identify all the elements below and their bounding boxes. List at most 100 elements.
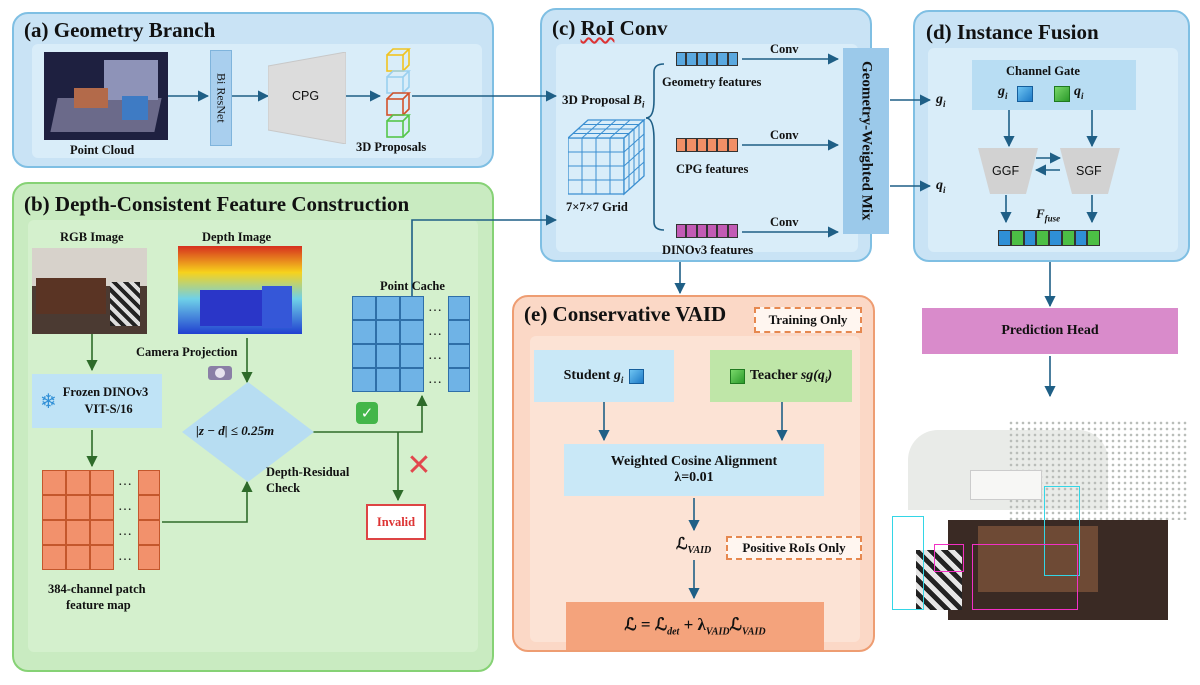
student-g-sub: i (620, 374, 624, 385)
fusion-g-label: gi (936, 92, 946, 109)
cache-cell (376, 296, 400, 320)
camera-lens (215, 368, 225, 378)
rgb-bed (36, 278, 106, 314)
bi-resnet-block: Bi ResNet (210, 50, 232, 146)
sgf-block (1060, 148, 1120, 194)
point-cache-grid: … … … … (352, 296, 472, 394)
point-cloud-wall (104, 60, 158, 100)
cache-cell (448, 344, 470, 368)
depth-image-label: Depth Image (202, 230, 272, 244)
patch-cell (138, 545, 160, 570)
frozen-dinov3-line2: VIT-S/16 (84, 402, 133, 416)
gate-q-sub: i (1081, 90, 1084, 101)
patch-dots: … (118, 474, 132, 489)
patch-cell (66, 520, 90, 545)
l-vaid-sub: VAID (687, 545, 712, 557)
feature-cell (1023, 230, 1037, 246)
feature-cell (727, 52, 738, 66)
proposal-label-text: 3D Proposal (562, 92, 634, 107)
geometry-branch-title: (a) Geometry Branch (24, 18, 216, 42)
student-text: Student (563, 367, 614, 383)
feature-cell (1010, 230, 1024, 246)
cpg-features-label: CPG features (676, 162, 749, 176)
teacher-text: Teacher (749, 367, 801, 383)
patch-cell (42, 545, 66, 570)
feature-cell (706, 224, 718, 238)
feature-cell (717, 224, 728, 238)
gate-g-label: gi (998, 84, 1008, 101)
conv-label-cpg: Conv (770, 128, 799, 142)
point-cloud-object-2 (122, 96, 148, 120)
gate-g-var: g (998, 84, 1005, 99)
feature-cell (706, 138, 718, 152)
alignment-line2: λ=0.01 (674, 470, 714, 485)
patch-cell (66, 470, 90, 495)
patch-cell (66, 495, 90, 520)
feature-cell (696, 138, 707, 152)
feature-cell (717, 52, 728, 66)
patch-dots: … (118, 549, 132, 564)
dino-features-label: DINOv3 features (662, 243, 754, 257)
point-cloud-image (44, 52, 168, 140)
training-only-label: Training Only (768, 312, 848, 327)
weighted-cosine-alignment-box: Weighted Cosine Alignment λ=0.01 (564, 444, 824, 496)
patch-cell (90, 520, 114, 545)
camera-projection-label: Camera Projection (136, 345, 238, 359)
gate-q-label: qi (1074, 84, 1084, 101)
positive-rois-label: Positive RoIs Only (742, 540, 846, 555)
point-cache-label: Point Cache (380, 279, 445, 293)
gate-q-var: q (1074, 84, 1081, 99)
roi-conv-title-suffix: Conv (614, 16, 668, 40)
student-label: Student gi (564, 368, 624, 385)
arrow-check-to-cache (300, 394, 428, 433)
conv-label-geo: Conv (770, 42, 799, 56)
feature-cell (676, 138, 687, 152)
patch-cell (138, 470, 160, 495)
patch-cell (42, 470, 66, 495)
total-loss-box: ℒ = ℒdet + λVAIDℒVAID (566, 602, 824, 650)
roi-conv-title: (c) RoI Conv (552, 16, 668, 41)
cache-dots: … (428, 348, 442, 363)
invalid-label: Invalid (376, 514, 416, 529)
rgb-image-label: RGB Image (60, 230, 124, 244)
feature-cell (727, 138, 738, 152)
proposal-var: B (633, 92, 642, 107)
feature-cell (998, 230, 1011, 246)
depth-check-label-1: Depth-Residual (266, 465, 350, 479)
cache-cell (352, 296, 376, 320)
fuse-var: F (1036, 206, 1045, 221)
vaid-title: (e) Conservative VAID (524, 302, 727, 326)
channel-gate-label: Channel Gate (1006, 64, 1080, 78)
q-var: q (936, 178, 943, 193)
proposal-cubes (386, 48, 411, 138)
cache-cell (448, 320, 470, 344)
cpg-block (268, 52, 346, 144)
rgb-image (32, 248, 147, 334)
cache-cell (400, 368, 424, 392)
voxel-grid-cube (568, 118, 646, 196)
feature-cell (1036, 230, 1049, 246)
patch-dots: … (118, 524, 132, 539)
roi-conv-title-prefix: (c) (552, 16, 581, 40)
box-magenta-small (934, 544, 964, 572)
depth-object (200, 290, 270, 326)
conv-label-dino: Conv (770, 215, 799, 229)
g-cube-icon (1017, 86, 1033, 102)
box-magenta-bed (972, 544, 1078, 610)
frozen-dinov3-text: Frozen DINOv3 VIT-S/16 (63, 384, 149, 418)
feature-cell (676, 52, 687, 66)
cache-dots: … (428, 300, 442, 315)
cache-cell (400, 344, 424, 368)
geometry-weighted-mix-block: Geometry-Weighted Mix (843, 48, 889, 234)
rgb-chair (110, 282, 140, 326)
depth-check-label-2: Check (266, 481, 301, 495)
dino-feature-vector (676, 224, 738, 238)
teacher-box: Teacher sg(qi) (710, 350, 852, 402)
feature-cell (727, 224, 738, 238)
ggf-block (978, 148, 1038, 194)
training-only-badge: Training Only (754, 307, 862, 333)
student-box: Student gi (534, 350, 674, 402)
patch-cell (138, 495, 160, 520)
patch-cell (90, 545, 114, 570)
